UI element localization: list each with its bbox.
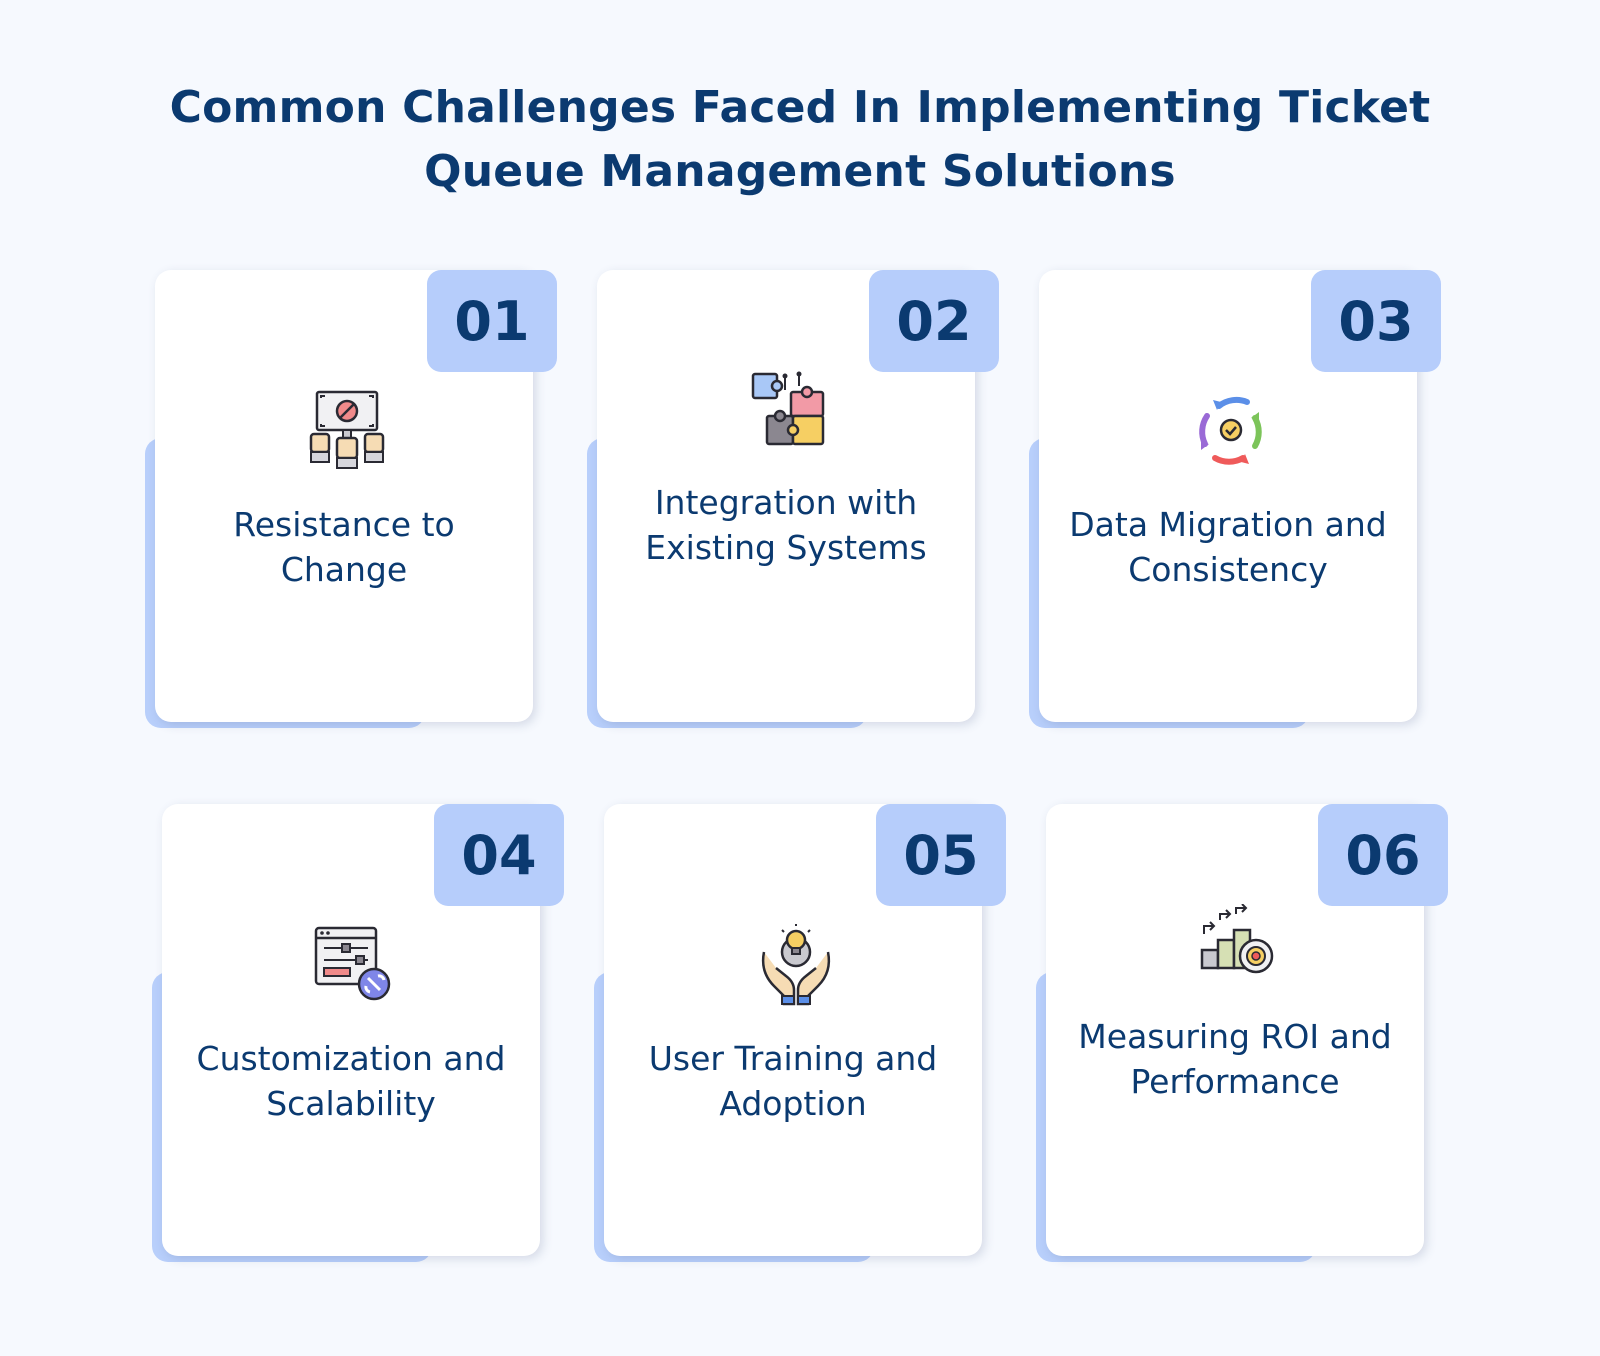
challenge-card-05: User Training and Adoption 05 (594, 804, 1006, 1264)
card-number-badge: 05 (876, 804, 1006, 906)
challenge-card-02: Integration with Existing Systems 02 (587, 270, 999, 730)
page-title-line-1: Common Challenges Faced In Implementing … (169, 82, 1431, 133)
challenge-card-01: Resistance to Change 01 (145, 270, 557, 730)
card-number-badge: 04 (434, 804, 564, 906)
sync-cycle-icon (1189, 388, 1273, 472)
page-title-line-2: Queue Management Solutions (424, 146, 1176, 197)
card-label: Measuring ROI and Performance (1078, 1017, 1392, 1101)
growth-chart-gear-icon (1196, 903, 1280, 988)
card-label: Integration with Existing Systems (645, 483, 927, 567)
puzzle-pieces-icon (747, 370, 831, 454)
challenge-card-04: Customization and Scalability 04 (152, 804, 564, 1264)
card-number-badge: 03 (1311, 270, 1441, 372)
card-body: Measuring ROI and Performance (1046, 804, 1424, 1256)
challenge-card-06: Measuring ROI and Performance 06 (1036, 804, 1448, 1264)
hands-gear-lightbulb-icon (754, 922, 838, 1006)
card-number-badge: 01 (427, 270, 557, 372)
challenge-card-03: Data Migration and Consistency 03 (1029, 270, 1441, 730)
protest-sign-icon (305, 388, 389, 472)
card-number-badge: 02 (869, 270, 999, 372)
card-label: User Training and Adoption (648, 1039, 938, 1123)
page-title: Common Challenges Faced In Implementing … (0, 76, 1600, 204)
card-label: Resistance to Change (233, 505, 455, 589)
card-label: Data Migration and Consistency (1069, 505, 1387, 589)
card-number-badge: 06 (1318, 804, 1448, 906)
card-label: Customization and Scalability (196, 1039, 506, 1123)
settings-panel-wrench-icon (312, 922, 396, 1006)
